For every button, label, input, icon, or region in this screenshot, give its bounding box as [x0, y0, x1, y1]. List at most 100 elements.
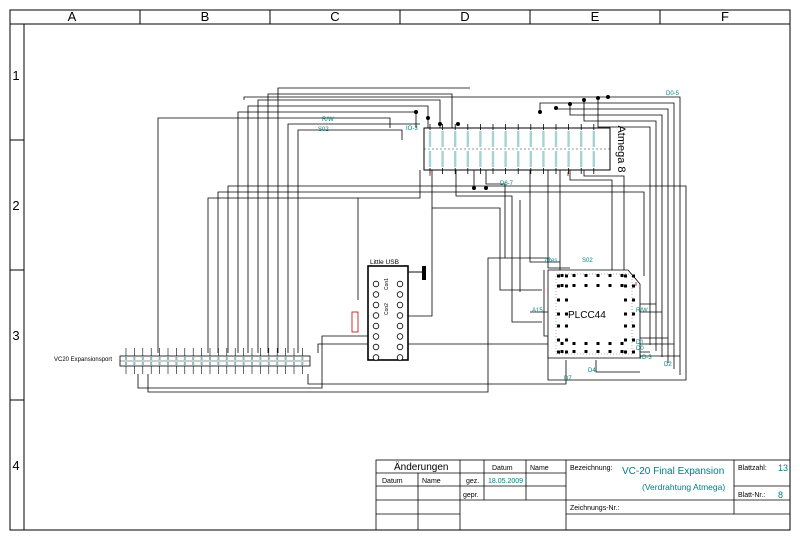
title-block [375, 459, 791, 531]
drawing-title: VC-20 Final Expansion [622, 466, 724, 477]
atmega-pin-label-mark [428, 131, 432, 147]
atmega-pin-label-mark [479, 151, 482, 167]
atmega-pin-label-mark [491, 151, 495, 167]
changes-header: Änderungen [394, 461, 449, 473]
plcc-pin [557, 338, 560, 342]
plcc-pin [620, 274, 624, 277]
column-label: B [201, 9, 210, 24]
plcc-pin [624, 338, 627, 342]
port-pin-mark [183, 357, 186, 360]
atmega-pin-label-mark [554, 151, 558, 167]
plcc-pin [596, 274, 600, 277]
grid-labels: A B C D E F 1 2 3 4 [12, 9, 729, 473]
usb-pin [372, 322, 380, 330]
plcc-pin [632, 312, 635, 316]
plcc-pin [557, 350, 560, 354]
plcc-pin [624, 298, 627, 302]
net-label-rw-plcc: R/W [636, 308, 648, 314]
plcc-pin [565, 350, 568, 354]
plcc-pins [557, 274, 635, 354]
plcc-pin [560, 274, 564, 277]
atmega-pin-label-mark [592, 151, 595, 167]
usb-pin [396, 322, 404, 330]
plcc-pin [620, 350, 624, 353]
plcc-pin [572, 342, 576, 345]
atmega-pin-label-mark [441, 131, 444, 147]
plcc-pin [596, 350, 600, 353]
port-pin-mark [141, 357, 144, 360]
row-label: 4 [12, 458, 19, 473]
usb-con2-label: Con2 [384, 303, 390, 315]
usb-pin [396, 343, 404, 351]
port-pin-mark [167, 362, 169, 365]
port-pin-mark [125, 357, 127, 360]
atmega-pin-label-mark [580, 131, 583, 147]
net-label-d1: D1 [636, 340, 644, 346]
usb-pin [372, 280, 380, 288]
port-pin-mark [251, 357, 253, 360]
atmega-pin-label-mark [592, 131, 595, 147]
plcc-pin [584, 274, 588, 277]
blattnr-label: Blatt-Nr.: [738, 492, 765, 499]
port-pin-mark [150, 357, 153, 360]
atmega-pin-label-mark [517, 151, 520, 167]
plcc-pin [584, 350, 588, 353]
plcc-pin [632, 324, 635, 328]
usb-pin [372, 301, 380, 309]
gez-label: gez. [466, 478, 479, 485]
plcc-pin [608, 342, 612, 345]
plcc-pin [584, 342, 588, 345]
port-pin-mark [267, 362, 270, 365]
usb-title: Little USB [370, 259, 399, 266]
port-pin-mark [225, 362, 228, 365]
atmega-pin-label-mark [554, 131, 558, 147]
atmega-pin-label-mark [529, 151, 532, 167]
port-pin-mark [301, 362, 304, 365]
junction-dots [414, 95, 610, 190]
atmega-pin-label-mark [491, 131, 495, 147]
port-pin-mark [284, 362, 287, 365]
port-pin-mark [242, 357, 245, 360]
plcc-pin [560, 342, 564, 345]
usb-pin [396, 333, 404, 340]
port-pin-mark [267, 357, 270, 360]
plcc-pin [560, 284, 564, 287]
row-label: 2 [12, 198, 19, 213]
usb-pin [372, 312, 380, 319]
net-label-a15: A15 [532, 308, 543, 314]
usb-pin [372, 343, 380, 351]
plcc-pin [632, 350, 635, 354]
port-pin-mark [209, 357, 211, 360]
plcc-pin [624, 324, 627, 328]
port-pin-mark [234, 357, 237, 360]
plcc-pin [560, 350, 564, 353]
port-pin-mark [251, 362, 253, 365]
plcc-pin [565, 312, 568, 316]
plcc-pin [565, 324, 568, 328]
column-label: C [330, 9, 339, 24]
plcc-pin [572, 274, 576, 277]
plcc-pin [565, 298, 568, 302]
gez-date: 18.05.2009 [488, 478, 523, 485]
plcc-pin [565, 274, 568, 278]
atmega-pin-label-mark [529, 131, 532, 147]
atmega-pin-label-mark [428, 151, 432, 167]
blattzahl-value: 13 [778, 463, 788, 473]
column-label: D [460, 9, 469, 24]
plcc-pin [624, 350, 627, 354]
port-pin-mark [150, 362, 153, 365]
name-header: Name [530, 465, 549, 472]
port-pin-mark [276, 362, 279, 365]
port-pin-mark [259, 362, 262, 365]
net-label-io3-plcc: IO-3 [640, 355, 652, 361]
atmega-pin-label-mark [504, 131, 507, 147]
net-label-s02-top: S02 [318, 127, 329, 133]
port-pin-mark [217, 362, 220, 365]
drawing-subtitle: (Verdrahtung Atmega) [642, 482, 725, 492]
expansion-port: VC20 Expansionsport [54, 348, 311, 374]
net-label-d7: D7 [564, 376, 572, 382]
port-pin-mark [301, 357, 304, 360]
plcc-pin [572, 350, 576, 353]
net-label-d0-5: D0-5 [666, 91, 680, 97]
red-markers [351, 172, 637, 333]
